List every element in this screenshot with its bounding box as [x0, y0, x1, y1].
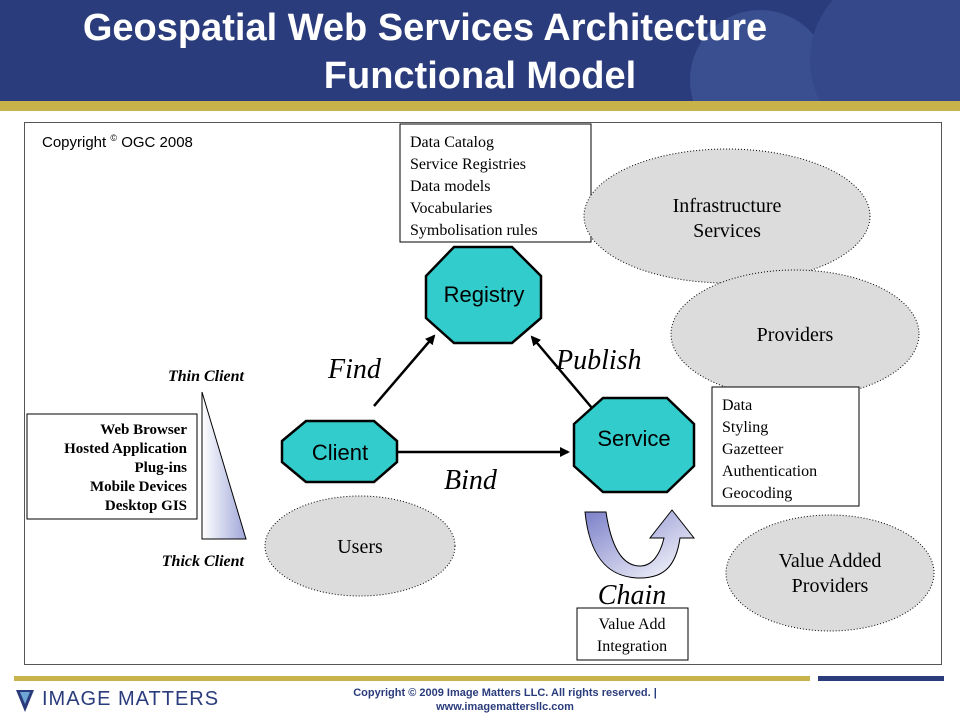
chain-outcomes-box: Value Add Integration — [576, 607, 689, 661]
image-matters-logo-icon — [16, 690, 34, 712]
page-title-line1: Geospatial Web Services Architecture — [82, 7, 768, 49]
registry-box-item: Data Catalog — [410, 134, 494, 151]
client-scale: Thin Client Thick Client — [162, 368, 247, 570]
infrastructure-label-1: Infrastructure — [673, 195, 782, 217]
providers-label: Providers — [757, 324, 834, 346]
footer-website-link[interactable]: www.imagemattersllc.com — [436, 701, 574, 713]
users-label: Users — [337, 536, 383, 558]
service-box-item: Data — [722, 397, 752, 414]
value-added-providers-ellipse: Value Added Providers — [725, 514, 935, 632]
find-arrow — [373, 334, 436, 407]
registry-box-item: Service Registries — [410, 156, 526, 173]
registry-box-item: Data models — [410, 178, 490, 195]
copyright-word: Copyright — [42, 134, 107, 151]
service-box-item: Geocoding — [722, 485, 792, 502]
publish-arrow — [530, 335, 593, 409]
infrastructure-label-2: Services — [693, 220, 761, 242]
client-box-item: Mobile Devices — [90, 479, 187, 495]
copyright-note: Copyright © OGC 2008 — [42, 133, 193, 151]
header-accent-bar — [0, 101, 960, 111]
diagram-frame — [24, 122, 942, 665]
title-banner: Geospatial Web Services Architecture Fun… — [0, 0, 960, 104]
thin-client-label: Thin Client — [168, 368, 245, 385]
client-types-box: Web Browser Hosted Application Plug-ins … — [26, 413, 198, 520]
page-title-line2: Functional Model — [323, 55, 637, 97]
infrastructure-services-ellipse: Infrastructure Services — [583, 148, 871, 284]
value-added-label-2: Providers — [792, 575, 869, 597]
registry-node: Registry — [424, 245, 543, 345]
service-types-box: Data Styling Gazetteer Authentication Ge… — [711, 386, 860, 507]
registry-label: Registry — [444, 282, 525, 307]
find-label: Find — [327, 354, 382, 385]
chain-box-item: Value Add — [598, 616, 665, 633]
copyright-owner: OGC 2008 — [121, 134, 193, 151]
footer-copyright: Copyright © 2009 Image Matters LLC. All … — [300, 686, 710, 714]
bind-label: Bind — [444, 465, 498, 496]
banner-decoration — [690, 0, 960, 104]
service-node: Service — [572, 396, 696, 494]
footer-copyright-line: Copyright © 2009 Image Matters LLC. All … — [353, 687, 657, 699]
image-matters-logo: IMAGE MATTERS — [42, 688, 220, 710]
registry-resources-box: Data Catalog Service Registries Data mod… — [399, 123, 592, 243]
footer-accent-line — [14, 676, 810, 681]
client-label: Client — [312, 440, 368, 465]
registry-box-item: Symbolisation rules — [410, 222, 538, 239]
value-added-label-1: Value Added — [779, 550, 882, 572]
chain-arrow — [584, 509, 696, 579]
footer-blue-line — [818, 676, 944, 681]
client-box-item: Web Browser — [100, 422, 187, 438]
client-box-item: Hosted Application — [64, 441, 188, 457]
users-ellipse: Users — [264, 495, 456, 597]
providers-ellipse: Providers — [670, 269, 920, 399]
client-box-item: Plug-ins — [134, 460, 187, 476]
service-label: Service — [597, 426, 670, 451]
thick-client-label: Thick Client — [162, 553, 245, 570]
chain-box-item: Integration — [597, 638, 667, 655]
registry-box-item: Vocabularies — [410, 200, 492, 217]
client-node: Client — [280, 419, 399, 484]
publish-label: Publish — [555, 345, 642, 376]
service-box-item: Styling — [722, 419, 768, 436]
copyright-symbol: © — [110, 133, 118, 143]
service-box-item: Gazetteer — [722, 441, 784, 458]
client-box-item: Desktop GIS — [105, 498, 187, 514]
chain-label: Chain — [598, 580, 666, 611]
service-box-item: Authentication — [722, 463, 817, 480]
